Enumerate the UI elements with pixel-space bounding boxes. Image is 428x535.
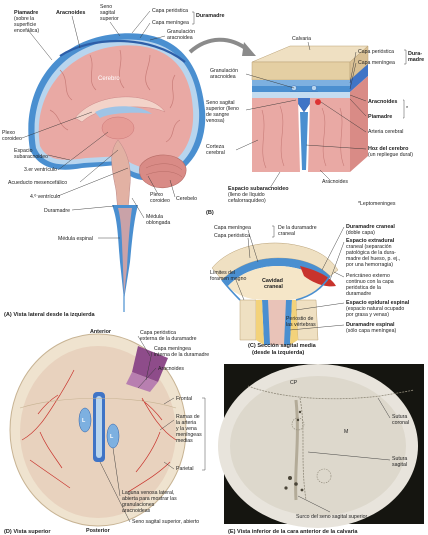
dura-periosteal-layer <box>252 80 350 86</box>
label-seno-b4: venosa) <box>206 118 225 124</box>
label-capa-meningea-c: Capa meníngea <box>214 225 251 231</box>
label-sutura-sagital2: sagital <box>392 462 407 468</box>
panel-b: Calvaria Capa perióstica Capa meníngea D… <box>206 36 424 216</box>
label-hoz2: (un repliegue dural) <box>368 152 413 158</box>
label-seno-d: Seno sagital superior, abierto <box>132 519 199 525</box>
label-m: M <box>344 429 348 435</box>
dura-meningeal-layer <box>252 86 350 92</box>
label-piamadre-sub3: encefálica) <box>14 28 39 34</box>
label-duramadre-a: Duramadre <box>196 13 224 19</box>
label-corteza2: cerebral <box>206 150 225 156</box>
label-seno3: superior <box>100 16 119 22</box>
label-dura-espinal2: (sólo capa meníngea) <box>346 328 396 334</box>
label-capa-periostica-b: Capa perióstica <box>358 49 394 55</box>
label-espacio-b3: cefalorraquídeo) <box>228 198 266 204</box>
label-capa-meningea-b: Capa meníngea <box>358 60 395 66</box>
caption-e: (E) Vista inferior de la cara anterior d… <box>228 529 358 535</box>
caption-c1: (C) Sección sagital media <box>248 343 317 349</box>
label-pericraneo4: duramadre <box>346 291 371 297</box>
caption-c2: (desde la izquierda) <box>252 350 304 356</box>
label-dura-craneal-sub: (doble capa) <box>346 230 375 236</box>
calvaria-front <box>252 62 350 80</box>
label-aracnoides-b2: Aracnoides <box>322 179 348 185</box>
label-cerebro: Cerebro <box>98 76 120 82</box>
label-duramadre-b2: madre <box>408 57 424 63</box>
zoom-arrow <box>190 40 248 52</box>
spinal-cord-c <box>268 300 286 345</box>
label-ventriculo3: 3.er ventrículo <box>24 167 57 173</box>
label-frontal: Frontal <box>176 396 192 402</box>
falx-cerebri <box>300 112 308 170</box>
zoom-arrowhead <box>242 42 256 56</box>
label-calvaria: Calvaria <box>292 36 311 42</box>
label-medula2: oblongada <box>146 220 170 226</box>
label-granulacion-b2: aracnoidea <box>210 74 236 80</box>
panel-e: CP M Sutura coronal Sutura sagital Surco… <box>218 364 424 535</box>
label-lepto: *Leptomeninges <box>358 201 396 207</box>
label-limites2: foramen magno <box>210 276 246 282</box>
label-laguna4: aracnoideas <box>122 508 151 514</box>
label-capa-meningea-a: Capa meníngea <box>152 20 189 26</box>
label-cp: CP <box>290 380 298 386</box>
caption-b: (B) <box>206 210 214 216</box>
label-star: * <box>406 106 408 112</box>
caption-d: (D) Vista superior <box>4 529 51 535</box>
label-parietal: Parietal <box>176 466 194 472</box>
cortex-left <box>252 98 300 172</box>
arachnoid-b <box>252 92 350 98</box>
caption-a: (A) Vista lateral desde la izquierda <box>4 312 96 318</box>
label-ventriculo4: 4.º ventrículo <box>30 194 60 200</box>
label-plexo-b2: coroideo <box>150 198 170 204</box>
label-posterior: Posterior <box>86 528 111 534</box>
label-capa-perio2-d: externa de la duramadre <box>140 336 197 342</box>
label-capa-periostica-a: Capa perióstica <box>152 8 188 14</box>
label-plexo2: coroideo <box>2 136 22 142</box>
label-surco: Surco del seno sagital superior <box>296 514 367 520</box>
cerebral-artery <box>315 99 321 105</box>
label-de-la-dura2: craneal <box>278 231 295 237</box>
label-acueducto: Acueducto mesencefálico <box>8 180 67 186</box>
label-aracnoides-a: Aracnoides <box>56 10 85 16</box>
panel-d: Anterior L L Posterior Capa perióstic <box>4 329 209 535</box>
calvaria-top <box>252 46 368 62</box>
cortex-right <box>308 98 350 172</box>
label-epidural3: por grasa y venas) <box>346 312 389 318</box>
label-periostio2: las vértebras <box>286 322 316 328</box>
label-medula-espinal: Médula espinal <box>58 236 93 242</box>
label-piamadre-b: Piamadre <box>368 114 392 120</box>
label-granulacion2: aracnoidea <box>167 35 193 41</box>
label-cerebelo: Cerebelo <box>176 196 197 202</box>
label-capa-men2-d: interna de la duramadre <box>154 352 209 358</box>
label-cavidad2: craneal <box>264 284 283 290</box>
label-extradural5: por una hemorragia) <box>346 262 393 268</box>
label-aracnoides-b: Aracnoides <box>368 99 397 105</box>
vertebra-body <box>240 300 256 340</box>
label-ramas5: medias <box>176 438 193 444</box>
label-arteria: Arteria cerebral <box>368 129 403 135</box>
panel-c: Capa meníngea Capa perióstica De la dura… <box>210 224 410 356</box>
label-sutura-coronal2: coronal <box>392 420 409 426</box>
label-duramadre2-a: Duramadre <box>44 208 70 214</box>
thalamus <box>102 117 134 139</box>
label-aracnoides-d: Aracnoides <box>158 366 184 372</box>
label-capa-periostica-c: Capa perióstica <box>214 233 250 239</box>
label-espacio2-a: subaracnoideo <box>14 154 48 160</box>
